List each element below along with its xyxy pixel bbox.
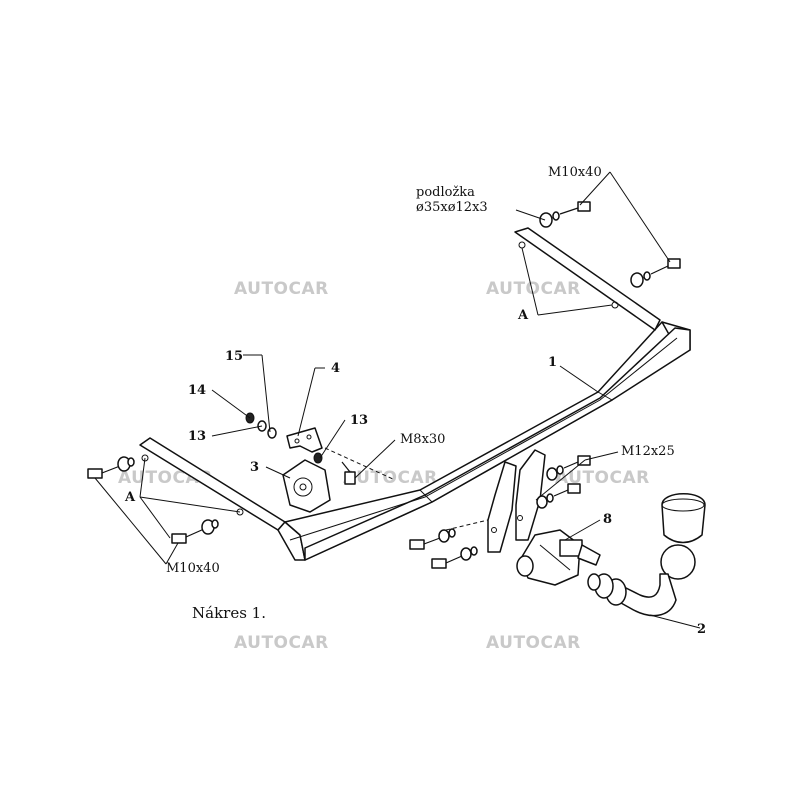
bracket-part-4 [286, 427, 323, 453]
tow-ball [587, 493, 706, 617]
part-label-13-right: 13 [350, 413, 368, 428]
leader-lines [94, 171, 701, 629]
washer-size-label: ø35xø12x3 [416, 200, 488, 215]
part-label-2: 2 [697, 622, 706, 637]
left-bolts [87, 454, 244, 544]
crossbar [139, 227, 691, 561]
watermark: AUTOCAR [486, 279, 581, 299]
part-label-13-left: 13 [188, 429, 206, 444]
bolt-label-top: M10x40 [548, 165, 602, 180]
watermark: AUTOCAR [486, 633, 581, 653]
part-label-4: 4 [331, 361, 340, 376]
bolt-label-m8: M8x30 [400, 432, 445, 447]
bolt-head [667, 258, 681, 269]
bolt-head [577, 201, 591, 212]
bolt-label-left: M10x40 [166, 561, 220, 576]
bolt-head [171, 533, 187, 544]
part-label-8: 8 [603, 512, 612, 527]
right-bolts [518, 201, 681, 309]
figure-caption: Nákres 1. [192, 604, 266, 622]
ball-receiver [516, 529, 601, 586]
part-label-15: 15 [225, 349, 243, 364]
watermark: AUTOCAR [234, 279, 329, 299]
washer-label: podložka [416, 185, 475, 200]
socket-bracket [245, 412, 396, 513]
part-label-1: 1 [548, 355, 557, 370]
bolt-head [87, 468, 103, 479]
part-label-3: 3 [250, 460, 259, 475]
watermark: AUTOCAR [555, 468, 650, 488]
ball-cap [661, 493, 706, 544]
watermark: AUTOCAR [234, 633, 329, 653]
label-a-left: A [124, 490, 136, 505]
label-a-right: A [517, 308, 529, 323]
part-label-14: 14 [188, 383, 206, 398]
socket-plate [282, 459, 331, 513]
bolt-label-m12: M12x25 [621, 444, 675, 459]
mounting-plates [409, 449, 591, 569]
